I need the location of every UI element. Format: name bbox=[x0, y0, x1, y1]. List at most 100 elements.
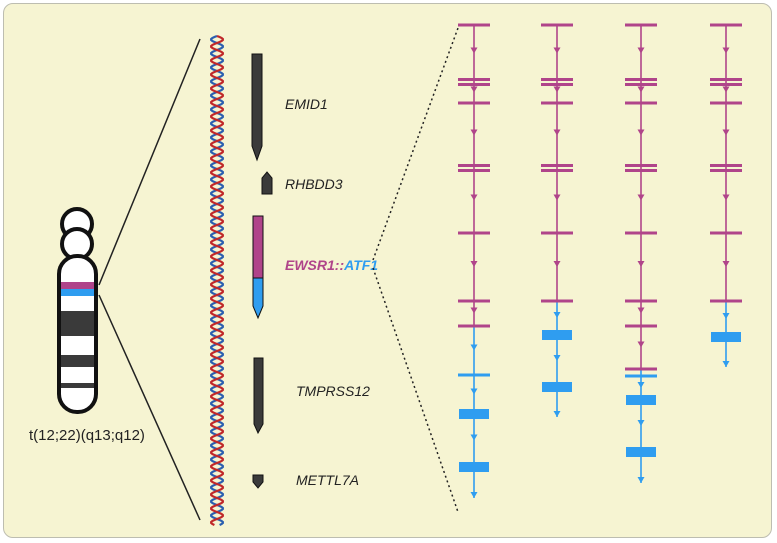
fusion-zoom-line-bottom bbox=[372, 267, 459, 513]
direction-arrow bbox=[637, 477, 645, 483]
gene-mettl7a bbox=[252, 474, 264, 489]
exon-A1 bbox=[458, 373, 490, 377]
exon-E6 bbox=[710, 299, 742, 303]
direction-arrow bbox=[553, 47, 561, 54]
exon-E3 bbox=[541, 101, 573, 105]
exon-E2-b bbox=[625, 83, 657, 86]
direction-arrow bbox=[470, 307, 478, 314]
exon-E4 bbox=[710, 164, 742, 167]
zoom-line-bottom bbox=[98, 294, 201, 521]
direction-arrow bbox=[470, 47, 478, 54]
direction-arrow bbox=[470, 129, 478, 136]
direction-arrow bbox=[553, 261, 561, 267]
karyotype-label: t(12;22)(q13;q12) bbox=[29, 427, 145, 444]
exon-E1 bbox=[541, 23, 573, 27]
direction-arrow bbox=[637, 194, 645, 201]
exon-E7 bbox=[458, 324, 490, 328]
direction-arrow bbox=[637, 420, 645, 426]
direction-arrow bbox=[637, 341, 645, 348]
label-rhbdd3: RHBDD3 bbox=[285, 176, 343, 192]
exon-E2-b bbox=[710, 83, 742, 86]
exon-E1 bbox=[710, 23, 742, 27]
direction-arrow bbox=[722, 261, 730, 267]
direction-arrow bbox=[637, 86, 645, 93]
exon-E8 bbox=[625, 367, 657, 371]
exon-E2 bbox=[458, 78, 490, 81]
exon-E4 bbox=[541, 164, 573, 167]
label-emid1: EMID1 bbox=[285, 96, 328, 112]
dna-helix bbox=[210, 34, 224, 526]
exon-E5 bbox=[458, 231, 490, 235]
exon-A2 bbox=[626, 395, 656, 405]
direction-arrow bbox=[722, 194, 730, 201]
exon-E3 bbox=[458, 101, 490, 105]
exon-E5 bbox=[625, 231, 657, 235]
exon-E4 bbox=[625, 164, 657, 167]
direction-arrow bbox=[553, 86, 561, 93]
direction-arrow bbox=[722, 313, 730, 319]
exon-E3 bbox=[710, 101, 742, 105]
dna-strand-red bbox=[210, 34, 224, 526]
label-fusion: EWSR1::ATF1 bbox=[285, 257, 378, 273]
exon-E2-b bbox=[458, 83, 490, 86]
gene-emid1 bbox=[251, 53, 263, 162]
label-mettl7a: METTL7A bbox=[296, 472, 359, 488]
exon-A1 bbox=[625, 374, 657, 378]
direction-arrow bbox=[553, 194, 561, 201]
exon-A3 bbox=[459, 462, 489, 472]
exon-A3 bbox=[626, 447, 656, 457]
ewsr1-band bbox=[61, 282, 94, 289]
exon-E2 bbox=[541, 78, 573, 81]
exon-E5 bbox=[710, 231, 742, 235]
direction-arrow bbox=[470, 434, 478, 441]
fusion-gene-ewsr1-atf1 bbox=[252, 215, 264, 320]
direction-arrow bbox=[470, 492, 478, 498]
direction-arrow bbox=[637, 47, 645, 54]
direction-arrow bbox=[637, 261, 645, 267]
direction-arrow bbox=[637, 307, 645, 314]
direction-arrow bbox=[553, 355, 561, 361]
direction-arrow bbox=[470, 344, 478, 351]
exon-E4-b bbox=[625, 169, 657, 172]
direction-arrow bbox=[722, 47, 730, 54]
direction-arrow bbox=[722, 129, 730, 136]
gene-tmprss12 bbox=[253, 357, 264, 435]
direction-arrow bbox=[553, 129, 561, 136]
atf1-band bbox=[61, 289, 94, 296]
exon-E4-b bbox=[458, 169, 490, 172]
direction-arrow bbox=[553, 411, 561, 417]
direction-arrow bbox=[637, 382, 645, 388]
exon-E6 bbox=[625, 299, 657, 303]
exon-E4-b bbox=[541, 169, 573, 172]
exon-E5 bbox=[541, 231, 573, 235]
exon-E4-b bbox=[710, 169, 742, 172]
direction-arrow bbox=[637, 129, 645, 136]
direction-arrow bbox=[722, 361, 730, 367]
exon-A2 bbox=[542, 382, 572, 392]
exon-E6 bbox=[541, 299, 573, 303]
exon-A1 bbox=[542, 330, 572, 340]
direction-arrow bbox=[722, 86, 730, 93]
direction-arrow bbox=[470, 261, 478, 267]
direction-arrow bbox=[470, 194, 478, 201]
fusion-zoom-line-top bbox=[372, 27, 459, 261]
zoom-line-top bbox=[98, 38, 201, 286]
exon-E2-b bbox=[541, 83, 573, 86]
exon-E7 bbox=[625, 324, 657, 328]
exon-E2 bbox=[710, 78, 742, 81]
direction-arrow bbox=[470, 388, 478, 395]
exon-E1 bbox=[625, 23, 657, 27]
exon-E6 bbox=[458, 299, 490, 303]
exon-E2 bbox=[625, 78, 657, 81]
exon-E1 bbox=[458, 23, 490, 27]
label-tmprss12: TMPRSS12 bbox=[296, 383, 370, 399]
exon-E3 bbox=[625, 101, 657, 105]
transcript-structures bbox=[458, 23, 742, 498]
chromosome-12 bbox=[57, 207, 98, 414]
direction-arrow bbox=[553, 312, 561, 318]
direction-arrow bbox=[470, 86, 478, 93]
exon-A1 bbox=[711, 332, 741, 342]
gene-rhbdd3 bbox=[261, 171, 273, 195]
exon-E4 bbox=[458, 164, 490, 167]
